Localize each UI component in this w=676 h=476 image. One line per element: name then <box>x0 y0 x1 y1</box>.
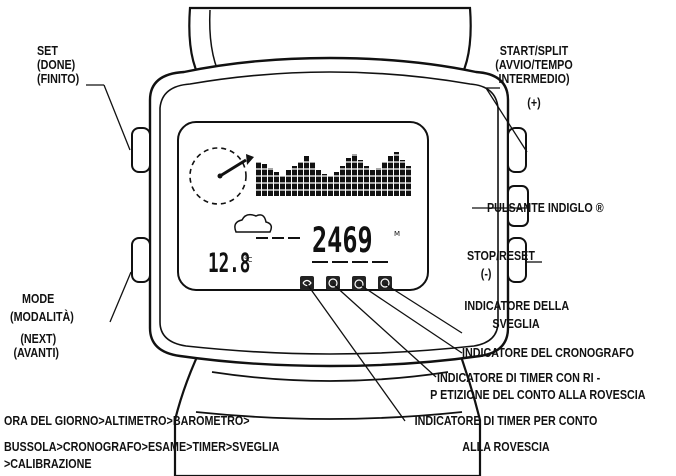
indiglo-button[interactable] <box>507 185 529 227</box>
start-split-label: START/SPLIT (AVVIO/TEMPO INTERMEDIO) (+) <box>495 44 573 110</box>
case-bevel <box>159 71 499 355</box>
graph-bar <box>400 160 405 196</box>
cloud-icon <box>234 213 273 233</box>
graph-bar <box>280 176 285 196</box>
graph-bar <box>328 176 333 196</box>
compass-dial <box>189 147 247 205</box>
graph-bar <box>394 152 399 196</box>
repeat-timer-indicator-label: INDICATORE DI TIMER CON RI - P ETIZIONE … <box>430 371 646 402</box>
graph-bar <box>364 166 369 196</box>
compass-arrow-icon <box>246 154 254 165</box>
compass-center <box>217 173 223 179</box>
mode-sequence-label: ORA DEL GIORNO>ALTIMETRO>BAROMETRO> BUSS… <box>4 414 280 471</box>
graph-bar <box>292 166 297 196</box>
graph-bar <box>376 168 381 196</box>
graph-bar <box>268 168 273 196</box>
leader-lines <box>86 84 542 422</box>
set-label: SET (DONE) (FINITO) <box>37 44 80 86</box>
indiglo-label: PULSANTE INDIGLO ® <box>487 201 604 215</box>
graph-bar <box>382 162 387 196</box>
temperature-unit: °C <box>244 256 253 264</box>
altitude-unit: M <box>394 230 400 238</box>
mode-button[interactable] <box>131 237 151 283</box>
graph-bar <box>406 166 411 196</box>
graph-bar <box>274 172 279 196</box>
chrono-indicator-label: INDICATORE DEL CRONOGRAFO <box>462 346 635 360</box>
graph-bar <box>262 164 267 196</box>
graph-bar <box>352 154 357 196</box>
timer-repeat-icon <box>300 276 314 290</box>
graph-bar <box>334 172 339 196</box>
start-split-button[interactable] <box>507 127 527 173</box>
alarm-icon <box>378 276 392 290</box>
compass-needle <box>219 158 247 178</box>
graph-bar <box>346 158 351 196</box>
graph-bar <box>322 174 327 196</box>
graph-bar <box>358 160 363 196</box>
alarm-indicator-label: INDICATORE DELLA SVEGLIA <box>464 299 570 331</box>
set-button[interactable] <box>131 127 151 173</box>
mode-label: MODE (MODALITÀ) (NEXT) (AVANTI) <box>10 292 74 360</box>
bottom-strap-link <box>211 371 449 382</box>
temperature-value: 12.8 <box>208 248 250 279</box>
stop-reset-button[interactable] <box>507 237 527 283</box>
graph-bar <box>298 162 303 196</box>
bottom-strap-link-2 <box>195 411 463 420</box>
countdown-timer-indicator-label: INDICATORE DI TIMER PER CONTO ALLA ROVES… <box>414 414 598 454</box>
barometer-graph <box>256 152 412 196</box>
bottom-strap <box>173 338 482 476</box>
graph-bar <box>256 162 261 196</box>
stop-reset-label: STOP/RESET (-) <box>467 249 535 281</box>
graph-bar <box>310 162 315 196</box>
altitude-value: 2469 <box>312 221 373 261</box>
indicator-icons <box>300 276 392 290</box>
graph-bar <box>340 166 345 196</box>
